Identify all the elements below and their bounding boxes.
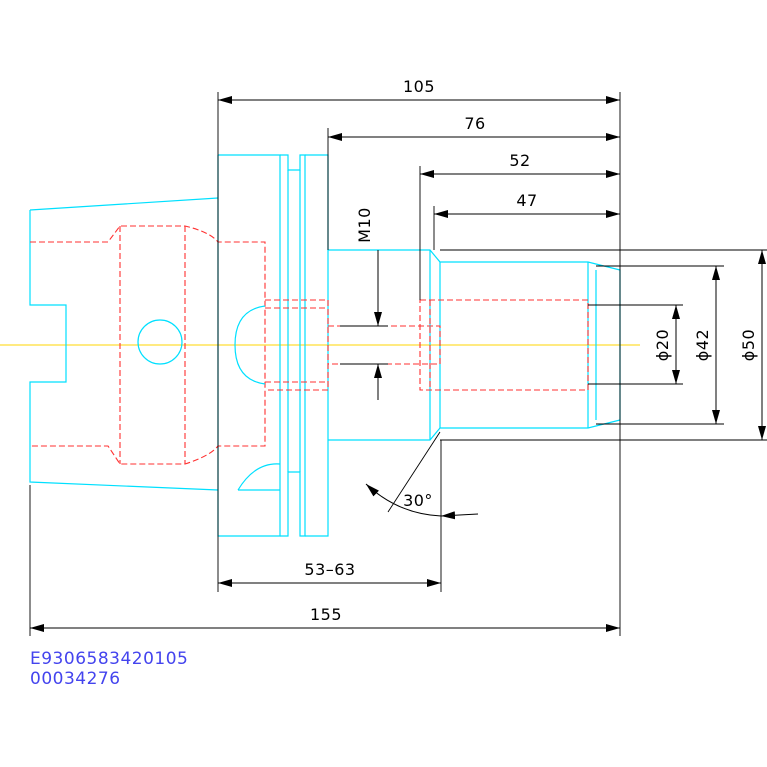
label-dia42: ϕ42 — [693, 329, 712, 361]
cross-hole — [137, 319, 183, 365]
extension-lines — [29, 92, 767, 636]
label-53-63: 53–63 — [304, 560, 355, 579]
label-m10: M10 — [355, 207, 374, 243]
ball-end — [234, 305, 266, 385]
label-dia20: ϕ20 — [653, 329, 672, 361]
label-30deg: 30° — [403, 491, 433, 510]
label-76: 76 — [464, 114, 485, 133]
label-105: 105 — [403, 77, 435, 96]
part-number: E9306583420105 — [30, 649, 189, 669]
dimension-lines — [30, 96, 766, 632]
dimension-labels: 105 76 52 47 155 53–63 30° M10 ϕ20 ϕ42 ϕ… — [304, 77, 758, 624]
label-155: 155 — [310, 605, 342, 624]
label-dia50: ϕ50 — [739, 329, 758, 361]
ref-number: 00034276 — [30, 669, 121, 689]
dim-angle-arc — [365, 483, 442, 517]
drawing-code: E9306583420105 00034276 — [30, 649, 188, 689]
label-47: 47 — [516, 191, 537, 210]
label-52: 52 — [509, 151, 530, 170]
